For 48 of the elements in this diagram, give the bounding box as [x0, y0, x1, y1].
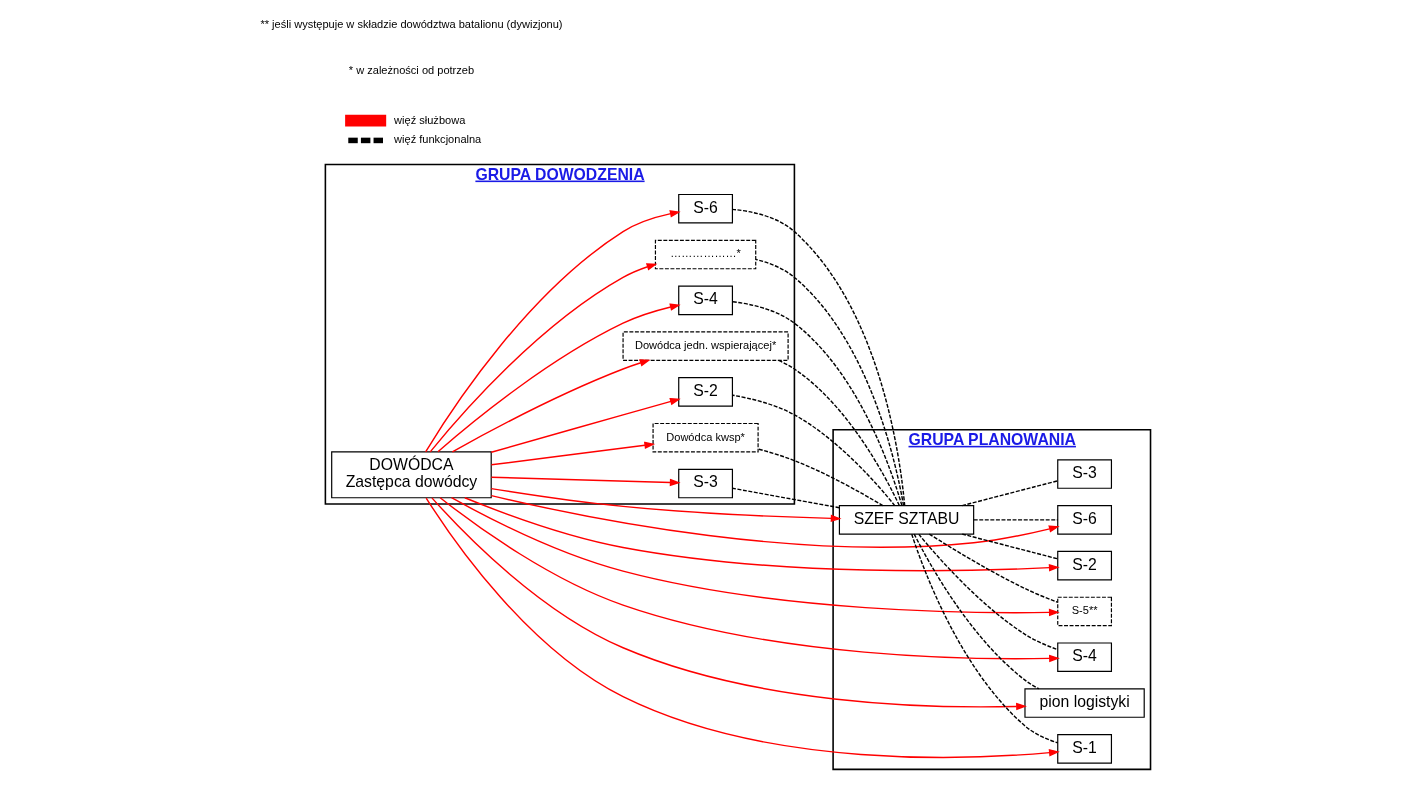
- node-box: S-3: [1056, 459, 1112, 489]
- connector: [910, 533, 1058, 744]
- arrow: [450, 497, 1060, 617]
- arrow: [436, 303, 681, 453]
- connector: [731, 487, 840, 509]
- node-box: Dowódca kwsp*: [652, 422, 759, 453]
- arrow: [490, 494, 1060, 548]
- connector: [961, 533, 1058, 560]
- connector: [754, 258, 904, 507]
- node-box: S-6: [677, 193, 733, 224]
- node-box: SZEF SZTABU: [838, 505, 974, 535]
- node-box: S-5**: [1056, 596, 1112, 627]
- arrow: [429, 263, 657, 453]
- arrow: [490, 397, 681, 453]
- node-box: S-2: [1056, 550, 1112, 581]
- arrow: [424, 210, 681, 453]
- node-box: S-6: [1056, 505, 1112, 535]
- node-box: DOWÓDCA Zastępca dowódcy: [330, 451, 492, 499]
- label: ** jeśli występuje w składzie dowództwa batalionu (dywizjonu): [259, 18, 562, 31]
- connector: [972, 519, 1058, 521]
- arrow: [438, 497, 1060, 663]
- arrow: [425, 497, 1060, 759]
- connector: [731, 208, 905, 507]
- connector: [777, 359, 900, 507]
- node-box: S-2: [677, 377, 733, 407]
- node-box: S-4: [677, 285, 733, 316]
- arrow: [451, 359, 651, 453]
- arrow: [430, 497, 1027, 711]
- arrow: [490, 476, 681, 487]
- node-box: S-4: [1056, 642, 1112, 673]
- node-box: ………………*: [654, 239, 756, 270]
- node-box: S-1: [1056, 734, 1112, 764]
- connector: [928, 533, 1058, 603]
- connector: [961, 480, 1058, 507]
- connector: [731, 394, 895, 507]
- arrow: [490, 487, 841, 523]
- node-box: Dowódca jedn. wspierającej*: [621, 331, 789, 361]
- label: * w zależności od potrzeb: [348, 64, 474, 77]
- legend-label: więź służbowa: [393, 113, 465, 126]
- node-box: pion logistyki: [1023, 688, 1145, 718]
- arrow: [490, 441, 655, 466]
- arrow: [463, 497, 1060, 572]
- node-box: S-3: [677, 468, 733, 499]
- connector: [731, 301, 903, 507]
- connector: [913, 533, 1040, 690]
- legend-label: więź funkcjonalna: [393, 133, 481, 146]
- connector: [917, 533, 1058, 651]
- connector: [757, 448, 884, 507]
